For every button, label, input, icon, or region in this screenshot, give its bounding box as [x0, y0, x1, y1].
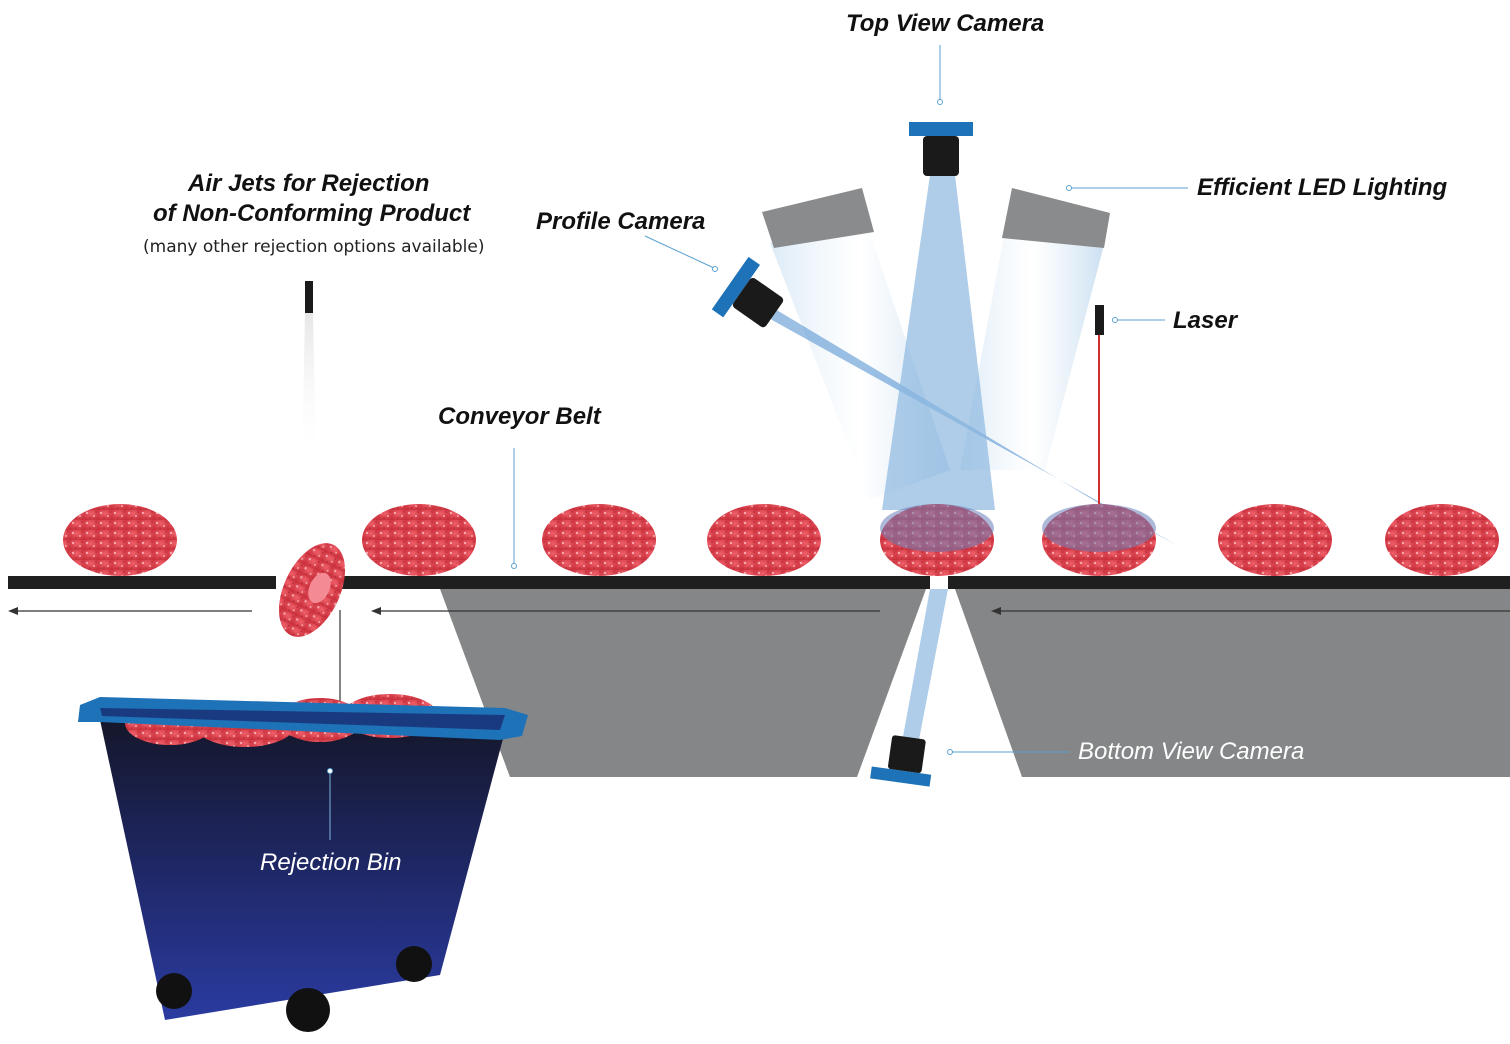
leader-profile	[644, 235, 715, 269]
patty-icon	[1218, 504, 1332, 576]
patty-icon	[362, 504, 476, 576]
laser-emitter-icon	[1095, 305, 1104, 335]
rejected-patty-icon	[278, 543, 346, 637]
led-light-left-icon	[762, 188, 874, 248]
bottom-camera-beam	[902, 589, 948, 745]
arrow-head-icon	[371, 607, 381, 615]
label-air-jets-note: (many other rejection options available)	[143, 237, 485, 257]
label-air-jets-line2: of Non-Conforming Product	[153, 200, 471, 227]
top-camera-beam	[882, 175, 995, 510]
profile-camera-icon	[711, 256, 784, 328]
support-stand-right	[955, 589, 1510, 777]
led-light-right-icon	[1002, 188, 1110, 248]
label-rejection-bin: Rejection Bin	[260, 849, 402, 876]
patty-icon	[542, 504, 656, 576]
led-light-beam-right	[960, 236, 1104, 470]
label-efficient-led-lighting: Efficient LED Lighting	[1197, 174, 1448, 201]
support-stand-left	[440, 589, 926, 777]
patty-icon	[63, 504, 177, 576]
conveyor-belt-left	[8, 576, 276, 589]
top-view-camera-icon	[909, 122, 973, 176]
label-top-view-camera: Top View Camera	[846, 10, 1045, 37]
label-profile-camera: Profile Camera	[536, 208, 706, 235]
patty-icon	[707, 504, 821, 576]
air-jet-stream	[302, 313, 316, 460]
arrow-head-icon	[8, 607, 18, 615]
label-air-jets-line1: Air Jets for Rejection	[188, 170, 430, 197]
conveyor-belt-mid	[340, 576, 930, 589]
rejection-bin-icon	[78, 694, 528, 1032]
beam-overlay	[1042, 504, 1156, 552]
bin-wheel-icon	[286, 988, 330, 1032]
bin-wheel-icon	[396, 946, 432, 982]
label-bottom-view-camera: Bottom View Camera	[1078, 738, 1305, 765]
air-jet-nozzle-icon	[305, 281, 313, 313]
arrow-head-icon	[991, 607, 1001, 615]
beam-overlay	[880, 504, 994, 552]
bottom-view-camera-icon	[870, 735, 932, 787]
bin-wheel-icon	[156, 973, 192, 1009]
label-conveyor-belt: Conveyor Belt	[438, 403, 601, 430]
label-laser: Laser	[1173, 307, 1238, 334]
conveyor-belt-right	[948, 576, 1510, 589]
patty-icon	[1385, 504, 1499, 576]
